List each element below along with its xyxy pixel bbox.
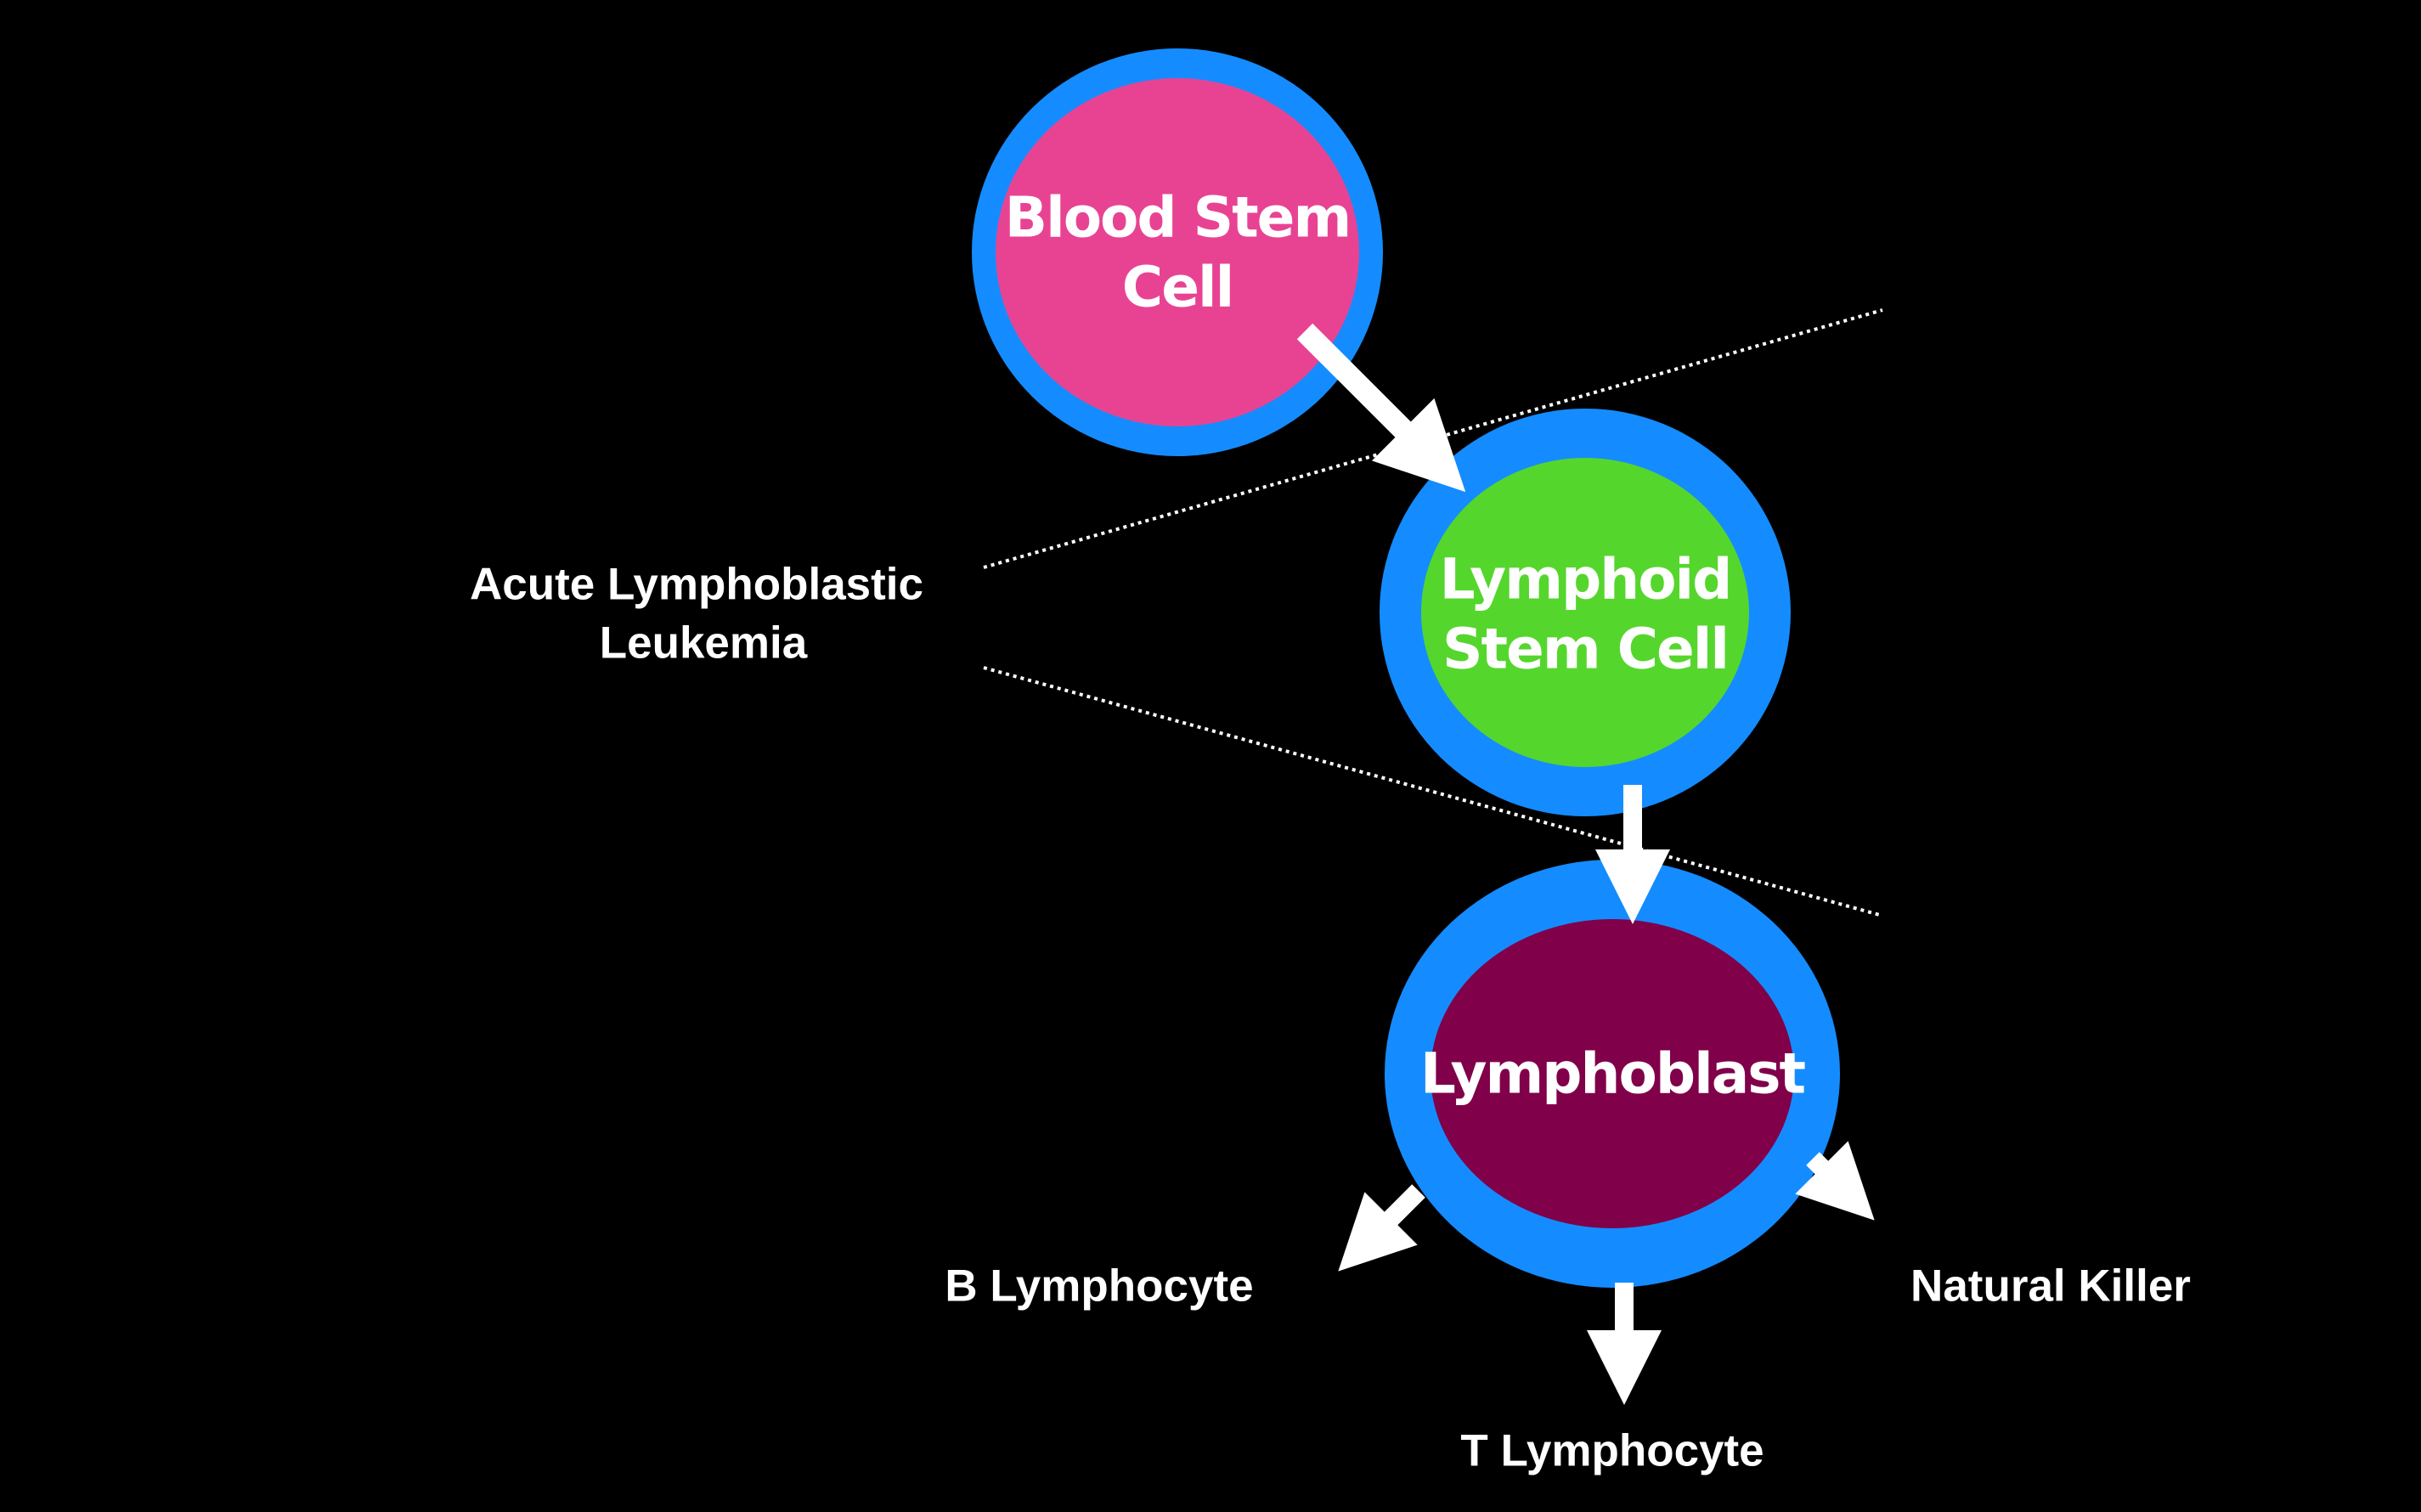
blood-stem-cell-label-line2: Cell (1122, 255, 1233, 320)
arrow-lymphoblast-to-b-lymphocyte (1338, 1184, 1425, 1272)
disease-label-line1: Acute Lymphoblastic (470, 560, 923, 610)
leukemia-guide-line-lower (983, 666, 1883, 917)
lymphoid-stem-cell-body (1421, 458, 1749, 767)
b-lymphocyte-label: B Lymphocyte (945, 1261, 1253, 1312)
blood-stem-cell-body (996, 78, 1359, 426)
blood-stem-cell-label-line1: Blood Stem (1005, 185, 1350, 251)
natural-killer-label: Natural Killer (1910, 1261, 2191, 1312)
blood-stem-cell-node: Blood Stem Cell (972, 48, 1383, 456)
t-lymphocyte-label: T Lymphocyte (1460, 1426, 1764, 1476)
arrow-lymphoblast-to-natural-killer (1795, 1141, 1875, 1221)
arrow-blood-to-lymphoid (1296, 323, 1466, 493)
lymphoblast-body (1431, 919, 1794, 1228)
lymphoid-stem-cell-label-line2: Stem Cell (1442, 617, 1728, 682)
lymphoid-stem-cell-node: Lymphoid Stem Cell (1380, 409, 1791, 816)
lymphoid-stem-cell-label-line1: Lymphoid (1440, 547, 1731, 612)
lymphoblast-node: Lymphoblast (1385, 860, 1840, 1288)
lymphoblast-label: Lymphoblast (1420, 1041, 1806, 1107)
disease-label-line2: Leukemia (600, 618, 808, 669)
